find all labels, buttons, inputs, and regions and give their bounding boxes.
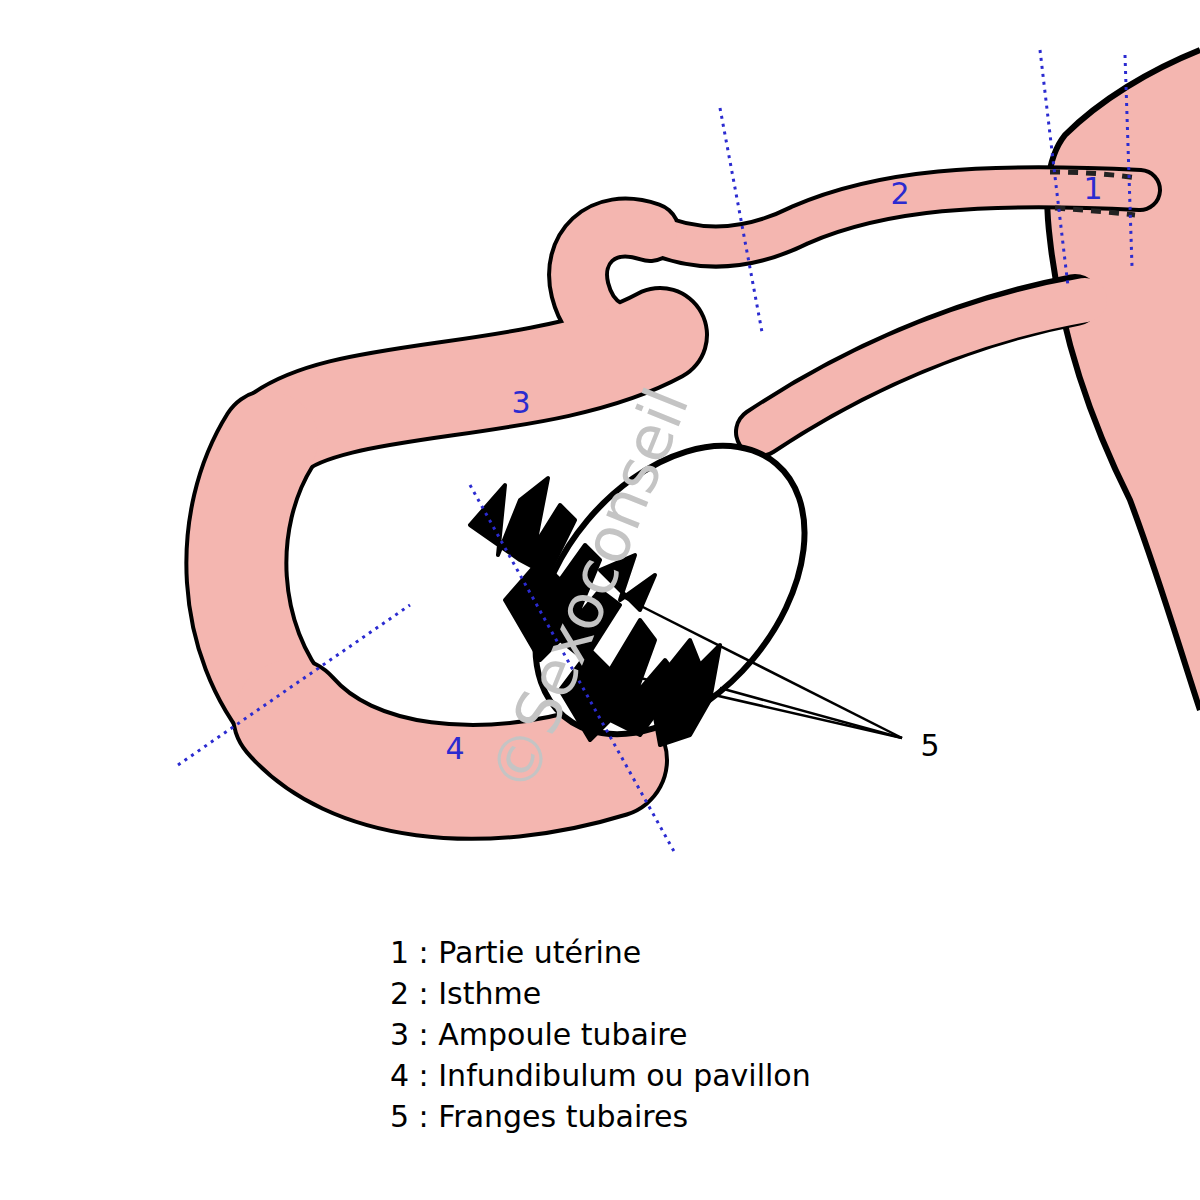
- leader-lines: [625, 598, 902, 738]
- key-entry: 5 : Franges tubaires: [390, 1100, 688, 1133]
- uterus-outline: [1047, 50, 1200, 710]
- key-entry: 3 : Ampoule tubaire: [390, 1018, 687, 1051]
- watermark: ©Sexoconseil: [478, 379, 701, 801]
- key-entry: 2 : Isthme: [390, 977, 541, 1010]
- callout-number: 4: [445, 732, 464, 765]
- callout-number: 2: [890, 177, 909, 210]
- callout-number: 1: [1083, 172, 1102, 205]
- uterus-fill: [1047, 50, 1200, 710]
- callout-number: 3: [511, 386, 530, 419]
- callout-number: 5: [920, 729, 939, 762]
- intramural-walls: [1050, 172, 1138, 215]
- key-entry: 1 : Partie utérine: [390, 936, 641, 969]
- key-entry: 4 : Infundibulum ou pavillon: [390, 1059, 811, 1092]
- section-limits: [178, 50, 1132, 855]
